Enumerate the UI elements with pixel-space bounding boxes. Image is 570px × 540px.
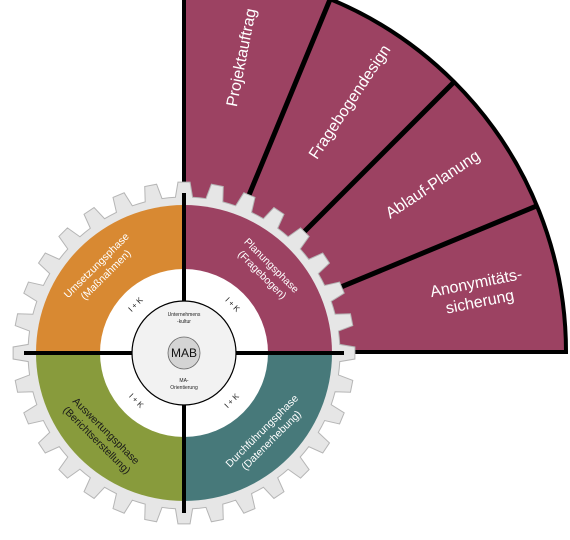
hub-bottom-label: MA- bbox=[179, 378, 189, 384]
hub-top-label: Unternehmens bbox=[168, 312, 201, 318]
hub-center-disc bbox=[167, 336, 201, 370]
hub-bottom-label: Orientierung bbox=[170, 385, 198, 391]
hub-title: MAB bbox=[171, 346, 197, 360]
hub-top-label: -kultur bbox=[177, 319, 191, 325]
